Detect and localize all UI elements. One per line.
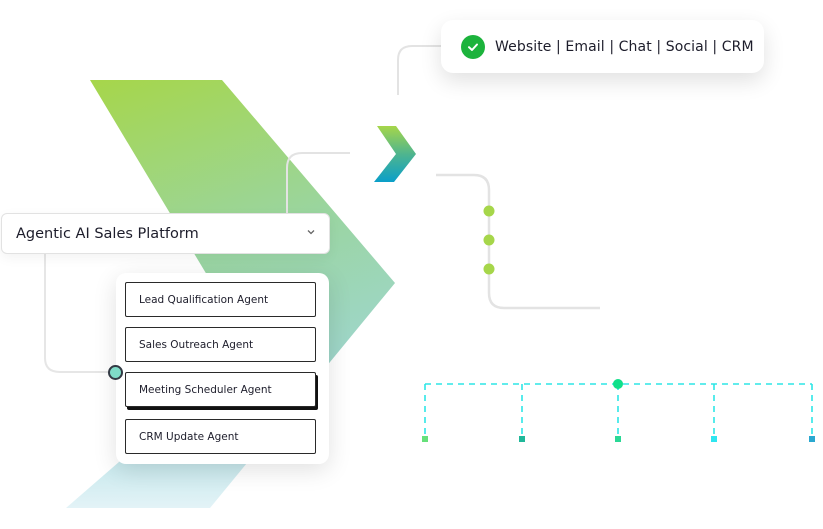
leaf-node: [422, 436, 428, 442]
chevron-down-icon: [307, 230, 315, 235]
agents-panel: Lead Qualification Agent Sales Outreach …: [116, 273, 329, 464]
timeline-dot: [483, 205, 495, 217]
connector-node: [108, 365, 123, 380]
platform-label: Agentic AI Sales Platform: [16, 225, 199, 242]
dashed-tree: [424, 383, 813, 436]
timeline-dot: [483, 263, 495, 275]
connector-mid: [286, 152, 350, 213]
agent-item-crm-update[interactable]: CRM Update Agent: [125, 419, 316, 454]
leaf-node: [809, 436, 815, 442]
channels-label: Website | Email | Chat | Social | CRM: [495, 38, 754, 55]
leaf-node: [519, 436, 525, 442]
small-chevron-shape: [374, 126, 416, 182]
agent-item-sales-outreach[interactable]: Sales Outreach Agent: [125, 327, 316, 362]
check-circle-icon: [461, 34, 485, 59]
hub-node: [613, 379, 623, 389]
agent-label: Meeting Scheduler Agent: [139, 383, 272, 396]
timeline-dot: [483, 234, 495, 246]
platform-dropdown[interactable]: Agentic AI Sales Platform: [1, 213, 330, 254]
agent-item-meeting-scheduler[interactable]: Meeting Scheduler Agent: [125, 372, 316, 407]
agent-label: Lead Qualification Agent: [139, 293, 269, 306]
leaf-node: [615, 436, 621, 442]
connector-right: [436, 173, 600, 310]
agent-label: CRM Update Agent: [139, 430, 239, 443]
agent-item-lead-qualification[interactable]: Lead Qualification Agent: [125, 282, 316, 317]
channels-card: Website | Email | Chat | Social | CRM: [441, 20, 764, 73]
agent-label: Sales Outreach Agent: [139, 338, 254, 351]
leaf-node: [711, 436, 717, 442]
connector-left: [44, 253, 108, 373]
connector-top: [397, 45, 441, 95]
